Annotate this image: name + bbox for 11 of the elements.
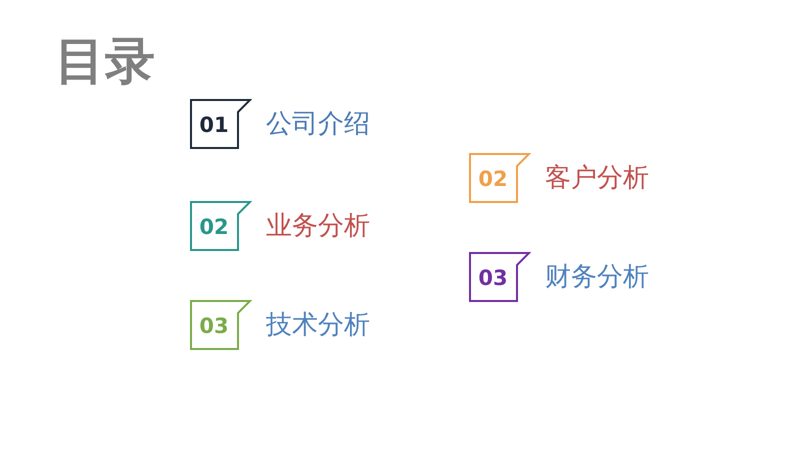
section-title: 客户分析	[545, 163, 649, 194]
section-title: 财务分析	[545, 262, 649, 294]
slide-title: 目录	[55, 36, 155, 86]
section-number: 03	[199, 314, 229, 338]
section-number: 03	[478, 266, 508, 290]
section-title: 技术分析	[266, 310, 370, 342]
section-number: 02	[478, 168, 508, 191]
section-number: 02	[199, 216, 229, 239]
section-title: 公司介绍	[266, 109, 370, 140]
section-title: 业务分析	[266, 211, 370, 242]
section-number: 01	[199, 114, 229, 137]
